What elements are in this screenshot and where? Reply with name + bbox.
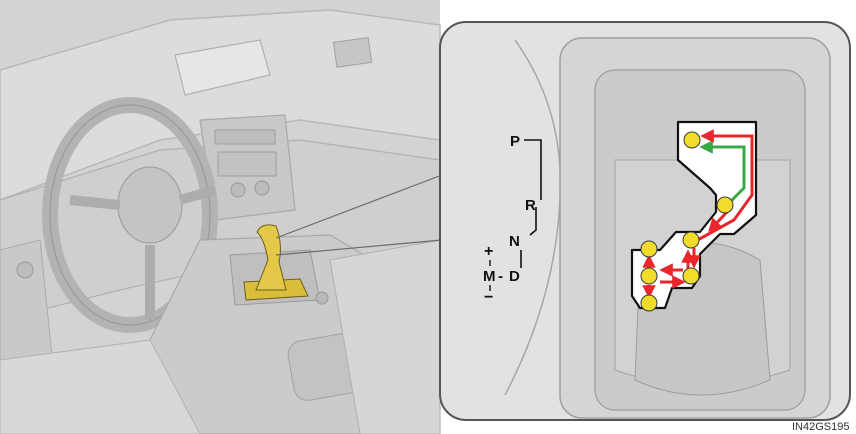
gate-dot-n	[683, 232, 699, 248]
gate-label-n: N	[509, 233, 520, 250]
gate-dot-minus	[641, 295, 657, 311]
gate-label-minus: −	[484, 289, 493, 306]
figure-code: IN42GS195	[792, 421, 849, 433]
gate-label-m-d-dash: -	[498, 268, 503, 285]
gate-dot-r	[717, 197, 733, 213]
gate-dot-p	[684, 132, 700, 148]
gate-dot-plus	[641, 241, 657, 257]
gate-label-p: P	[510, 133, 520, 150]
gate-label-d: D	[509, 268, 520, 285]
gate-dot-m	[641, 268, 657, 284]
gate-label-plus: +	[484, 243, 493, 260]
gate-detail-panel	[440, 22, 850, 420]
gate-label-r: R	[525, 197, 536, 214]
gate-dot-d	[683, 268, 699, 284]
gate-label-m: M	[483, 268, 496, 285]
